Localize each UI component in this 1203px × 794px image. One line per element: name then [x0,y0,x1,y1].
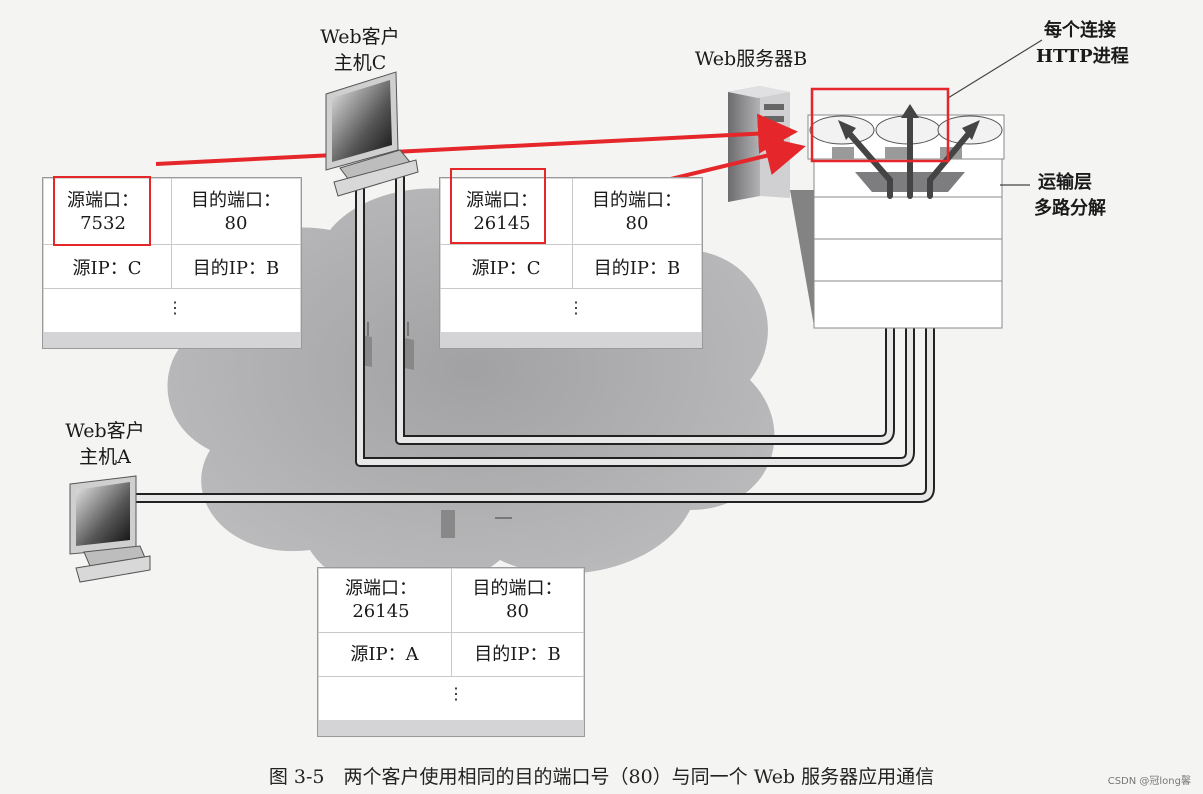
http-processes [807,114,1005,160]
dst-ip: 目的IP：B [593,258,681,279]
src-port-value: 7532 [80,213,126,234]
highlight-box [450,168,546,244]
watermark: CSDN @冠long馨 [1107,776,1191,787]
ellipsis: ⋮ [568,298,584,317]
src-port-label: 源端口： [67,190,139,211]
src-ip: 源IP：C [72,258,142,279]
protocol-stack [790,157,1003,329]
segment-header-1: 源端口： 7532 目的端口： 80 源IP：C 目的IP：B ⋮ [42,177,302,349]
per-connection-annotation: 每个连接 HTTP进程 [1036,18,1129,70]
red-arrow [155,113,798,166]
src-port-label: 源端口： [466,190,538,211]
annotation-leader [947,39,1043,99]
per-connection-line1: 每个连接 [1044,20,1116,41]
ellipsis: ⋮ [448,684,464,703]
demux-line2: 多路分解 [1034,198,1106,219]
highlight-box [53,176,151,246]
client-a-label: Web客户 主机A [50,418,160,470]
demux-annotation: 运输层 多路分解 [1034,170,1106,222]
client-a-line2: 主机A [79,446,131,468]
dst-ip: 目的IP：B [192,258,280,279]
dst-port-label: 目的端口： [472,578,563,599]
server-b-label: Web服务器B [694,48,808,70]
segment-footer [318,720,584,736]
dst-port-label: 目的端口： [592,190,682,211]
arrow-icon [367,322,409,336]
arrow-head-icon [838,120,856,140]
computer-icon [325,71,419,197]
arrow-head-icon [901,104,919,118]
client-c-line1: Web客户 [320,26,400,48]
src-ip: 源IP：A [350,644,419,665]
src-ip: 源IP：C [471,258,541,279]
figure-caption: 图 3-5 两个客户使用相同的目的端口号（80）与同一个 Web 服务器应用通信 [268,766,935,788]
client-c-line2: 主机C [333,52,387,74]
src-port-label: 源端口： [345,578,417,599]
dst-port-value: 80 [506,601,529,622]
demux-line1: 运输层 [1038,172,1092,193]
segment-footer [440,332,702,348]
demux-arrows [845,115,973,199]
computer-icon [69,475,151,583]
segment-header-3: 源端口： 26145 目的端口： 80 源IP：A 目的IP：B ⋮ [317,567,585,737]
dst-port-value: 80 [625,213,649,234]
client-a-line1: Web客户 [65,420,145,442]
per-connection-line2: HTTP进程 [1036,46,1129,67]
src-port-value: 26145 [473,213,531,234]
highlight-box [810,87,950,163]
packet-icon [441,510,455,538]
connection-pipes [125,170,935,503]
client-c-label: Web客户 主机C [305,24,415,76]
dst-ip: 目的IP：B [474,644,561,665]
dst-port-label: 目的端口： [191,190,281,211]
segment-footer [43,332,301,348]
ellipsis: ⋮ [167,298,183,317]
server-icon [728,86,790,202]
segment-header-2: 源端口： 26145 目的端口： 80 源IP：C 目的IP：B ⋮ [439,177,703,349]
arrow-head-icon [962,120,980,140]
dst-port-value: 80 [224,213,248,234]
src-port-value: 26145 [352,601,410,622]
